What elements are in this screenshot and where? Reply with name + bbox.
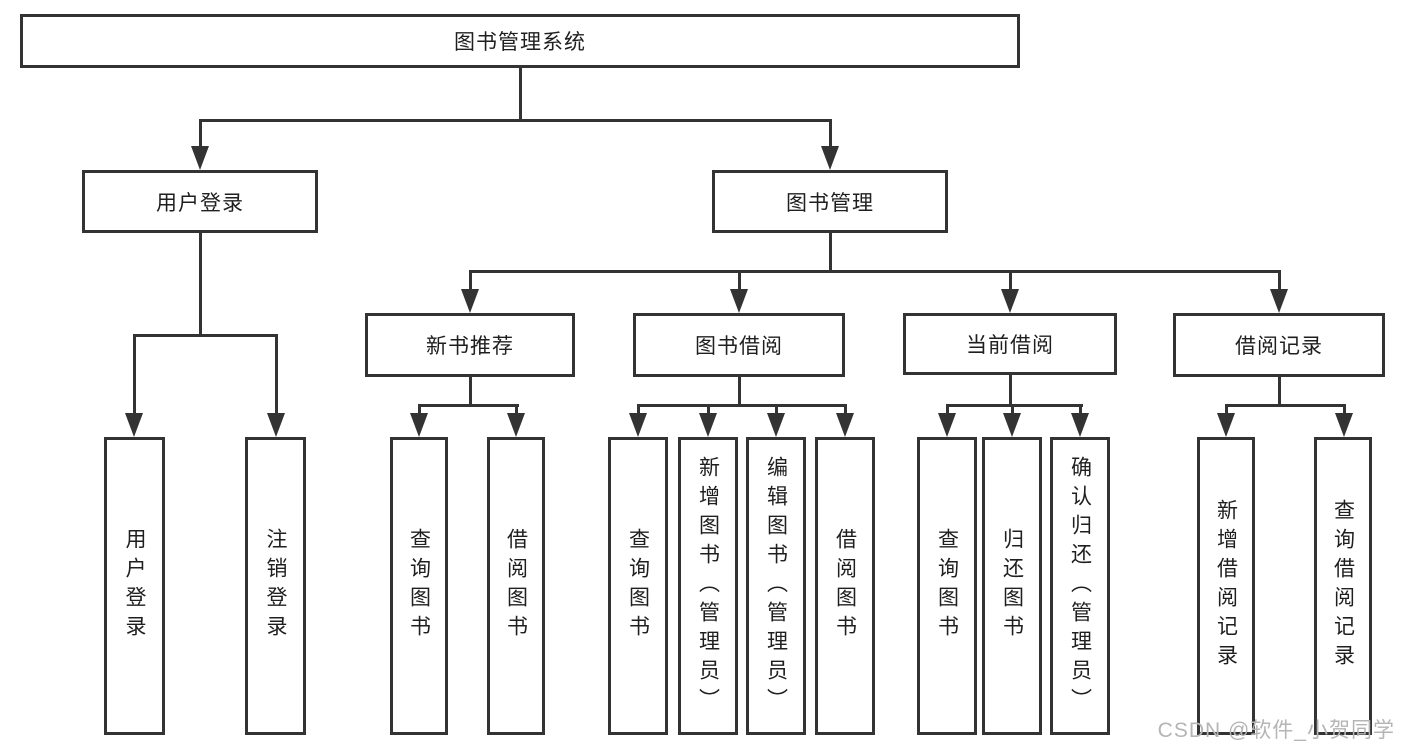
leaf-query-books-3: 查询图书 [917, 437, 977, 735]
arrowhead-down-icon [125, 413, 143, 437]
connector-drop [199, 119, 202, 159]
leaf-label: 确认归还（管理员） [1068, 455, 1092, 717]
connector-root-bracket [199, 119, 832, 122]
arrowhead-down-icon [410, 413, 428, 437]
arrowhead-down-icon [507, 413, 525, 437]
arrowhead-down-icon [629, 413, 647, 437]
connector-book-borrow-bracket [637, 404, 846, 407]
leaf-label: 查询图书 [626, 528, 650, 644]
leaf-label: 查询图书 [407, 528, 431, 644]
connector-borrow-record-bracket [1225, 404, 1345, 407]
leaf-label: 新增图书（管理员） [696, 455, 720, 717]
csdn-watermark: CSDN @软件_小贺同学 [1157, 719, 1395, 742]
leaf-query-books-2: 查询图书 [608, 437, 668, 735]
leaf-label: 注销登录 [264, 528, 287, 644]
arrowhead-down-icon [1335, 413, 1353, 437]
node-borrowing-records: 借阅记录 [1173, 313, 1385, 377]
arrowhead-down-icon [267, 413, 285, 437]
leaf-confirm-return-admin: 确认归还（管理员） [1050, 437, 1110, 735]
leaf-label: 借阅图书 [504, 528, 528, 644]
leaf-query-books-1: 查询图书 [390, 437, 448, 735]
connector-book-borrow-trunk [738, 377, 741, 407]
connector-user-login-bracket [133, 334, 278, 337]
connector-drop [133, 334, 136, 424]
connector-borrow-record-trunk [1278, 377, 1281, 407]
connector-drop [829, 119, 832, 159]
leaf-borrow-books-1: 借阅图书 [487, 437, 545, 735]
arrowhead-down-icon [191, 146, 209, 170]
arrowhead-down-icon [461, 289, 479, 313]
leaf-return-books: 归还图书 [982, 437, 1042, 735]
leaf-label: 查询图书 [935, 528, 959, 644]
arrowhead-down-icon [730, 289, 748, 313]
node-current-borrowing: 当前借阅 [903, 313, 1117, 375]
node-user-login: 用户登录 [82, 170, 318, 233]
arrowhead-down-icon [1071, 413, 1089, 437]
node-label: 图书管理 [786, 191, 874, 215]
node-label: 新书推荐 [426, 335, 514, 358]
node-label: 图书借阅 [695, 335, 783, 358]
connector-book-mgmt-trunk [829, 233, 832, 273]
node-label: 用户登录 [156, 191, 244, 215]
connector-new-book-trunk [469, 377, 472, 407]
leaf-edit-book-admin: 编辑图书（管理员） [746, 437, 806, 735]
node-library-system: 图书管理系统 [20, 14, 1020, 68]
arrowhead-down-icon [1003, 413, 1021, 437]
node-label: 当前借阅 [966, 334, 1054, 357]
arrowhead-down-icon [938, 413, 956, 437]
leaf-label: 新增借阅记录 [1214, 499, 1238, 673]
leaf-label: 查询借阅记录 [1331, 499, 1355, 673]
connector-drop [469, 270, 472, 295]
leaf-label: 编辑图书（管理员） [764, 455, 788, 717]
arrowhead-down-icon [1217, 413, 1235, 437]
node-label: 图书管理系统 [454, 31, 586, 54]
arrowhead-down-icon [821, 146, 839, 170]
connector-current-borrow-trunk [1009, 375, 1012, 407]
leaf-add-book-admin: 新增图书（管理员） [678, 437, 738, 735]
node-new-book-recommend: 新书推荐 [365, 313, 575, 377]
connector-user-login-trunk [199, 233, 202, 336]
leaf-logout: 注销登录 [245, 437, 306, 735]
node-book-borrowing: 图书借阅 [633, 313, 845, 377]
connector-drop [1278, 270, 1281, 295]
leaf-add-borrow-record: 新增借阅记录 [1197, 437, 1255, 735]
connector-drop [738, 270, 741, 295]
arrowhead-down-icon [767, 413, 785, 437]
leaf-label: 用户登录 [123, 528, 146, 644]
connector-new-book-bracket [418, 404, 519, 407]
leaf-label: 借阅图书 [833, 528, 857, 644]
arrowhead-down-icon [699, 413, 717, 437]
arrowhead-down-icon [836, 413, 854, 437]
connector-drop [1009, 270, 1012, 295]
arrowhead-down-icon [1270, 289, 1288, 313]
connector-root-trunk [519, 68, 522, 122]
connector-current-borrow-bracket [946, 404, 1083, 407]
leaf-borrow-books-2: 借阅图书 [815, 437, 875, 735]
connector-book-mgmt-bracket [469, 270, 1281, 273]
leaf-label: 归还图书 [1000, 528, 1024, 644]
leaf-user-login: 用户登录 [104, 437, 165, 735]
arrowhead-down-icon [1001, 289, 1019, 313]
node-label: 借阅记录 [1235, 335, 1323, 358]
node-book-management: 图书管理 [712, 170, 948, 233]
connector-drop [275, 334, 278, 424]
leaf-query-borrow-record: 查询借阅记录 [1314, 437, 1372, 735]
